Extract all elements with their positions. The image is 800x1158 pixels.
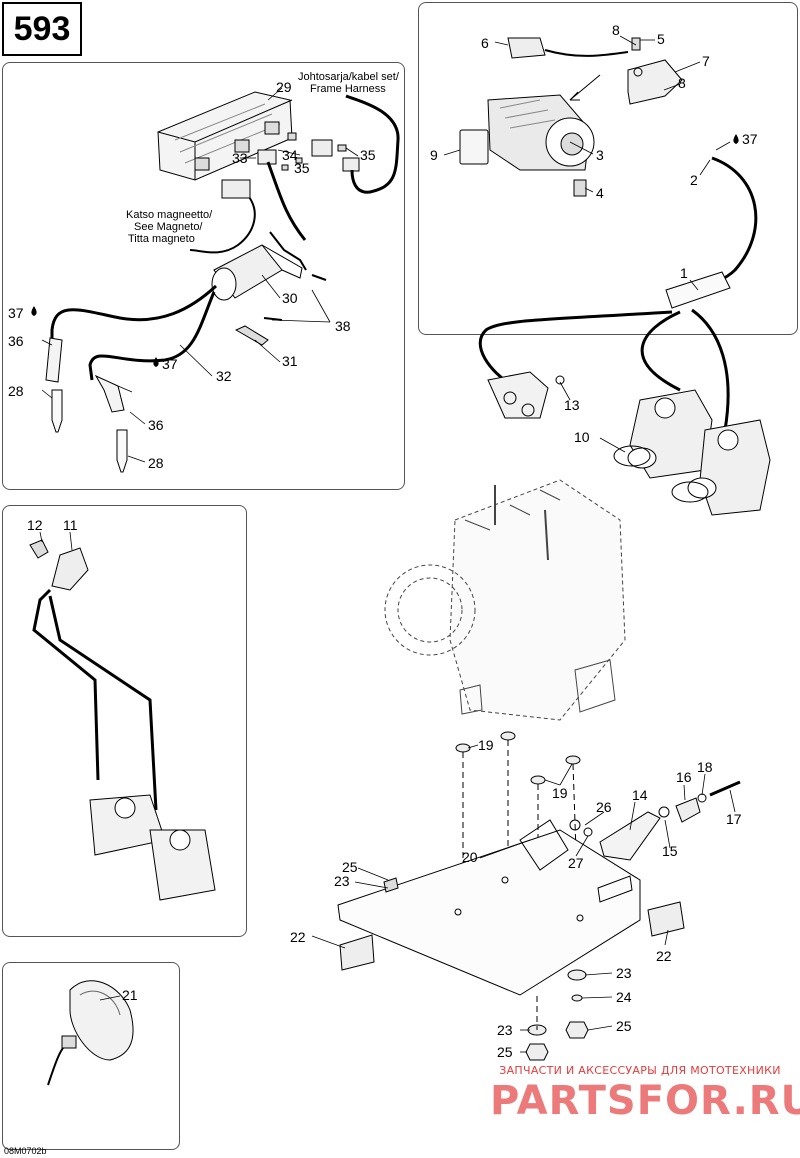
panel-primer [2,505,247,937]
throttle-handle-drawing [47,980,134,1086]
callout-8-top: 8 [612,22,620,38]
callout-37-mid: 37 [162,356,178,372]
ignition-coil-drawing [211,231,327,346]
clamps-drawing [613,445,709,503]
tps-bracket-drawing [507,37,683,105]
engine-drawing [384,479,626,721]
leader-lines [39,35,736,1053]
callout-34: 34 [282,147,298,163]
callout-5: 5 [657,31,665,47]
callout-4: 4 [596,185,604,201]
callout-31: 31 [282,353,298,369]
panel-ignition [2,62,405,490]
callout-36-right: 36 [148,417,164,433]
image-code: 08M0702b [4,1146,47,1156]
callout-28-left: 28 [8,383,24,399]
watermark-tagline: ЗАПЧАСТИ И АКСЕССУАРЫ ДЛЯ МОТОТЕХНИКИ [499,1064,781,1077]
tps-mount-drawing [487,371,565,419]
see-magneto-line3: Titta magneto [128,233,195,245]
see-magneto-line2: See Magneto/ [134,221,203,233]
callout-32: 32 [216,368,232,384]
callout-11: 11 [63,517,78,533]
callout-7: 7 [702,53,710,69]
callout-1: 1 [680,265,688,281]
callout-14: 14 [632,787,648,803]
callout-22-left: 22 [290,929,306,945]
primer-drawing [29,539,216,901]
frame-harness-note-line1: Johtosarja/kabel set/ [298,71,400,83]
callout-10: 10 [574,429,590,445]
callout-9: 9 [430,147,438,163]
nuts-and-washers [525,969,589,1061]
panel-throttle-sensor [418,2,798,335]
callout-29: 29 [276,79,292,95]
callout-6: 6 [481,35,489,51]
callout-27: 27 [568,855,584,871]
page-number: 593 [2,2,82,56]
spark-plugs [51,389,128,473]
callout-28-right: 28 [148,455,164,471]
callout-8-bottom: 8 [678,75,686,91]
callout-19-right: 19 [552,785,568,801]
callout-19-left: 19 [478,737,494,753]
spark-plug-wires [45,284,218,413]
callout-2: 2 [690,172,698,188]
panel-throttle-handle [2,962,180,1150]
engine-mounts [455,731,581,950]
callout-36-left: 36 [8,333,24,349]
frame-harness-note-line2: Frame Harness [310,83,386,95]
callout-24: 24 [616,989,632,1005]
frame-harness-connectors [189,94,400,254]
lubricant-drop-icons [31,134,739,367]
ignition-module-drawing [157,91,293,181]
callout-3: 3 [596,147,604,163]
callout-13: 13 [564,397,580,413]
callout-35-right: 35 [360,147,376,163]
callout-labels: 29 Johtosarja/kabel set/ Frame Harness 3… [8,22,758,1060]
callout-17: 17 [726,811,742,827]
see-magneto-line1: Katso magneetto/ [126,209,213,221]
callout-25-bottom: 25 [497,1044,513,1060]
bracket-and-bolt [569,780,741,861]
callout-23-mid: 23 [616,965,632,981]
callout-23-top: 23 [334,873,350,889]
callout-12: 12 [27,517,43,533]
callout-15: 15 [662,843,678,859]
callout-35-left: 35 [294,160,310,176]
callout-23-bottom: 23 [497,1022,513,1038]
callout-22-right: 22 [656,948,672,964]
callout-25-top: 25 [342,859,358,875]
callout-37-right: 37 [742,131,758,147]
callout-30: 30 [282,290,298,306]
callout-37-left: 37 [8,305,24,321]
watermark-logo: PARTSFOR.RU [490,1078,800,1124]
tps-drawing [459,94,595,197]
callout-26: 26 [596,799,612,815]
callout-33: 33 [232,150,248,166]
callout-21: 21 [122,987,138,1003]
rubber-mounts [339,877,685,971]
callout-20: 20 [462,849,478,865]
callout-16: 16 [676,769,692,785]
callout-38: 38 [335,318,351,334]
callout-18: 18 [697,759,713,775]
callout-25-right: 25 [616,1018,632,1034]
engine-support-plate [337,819,641,996]
